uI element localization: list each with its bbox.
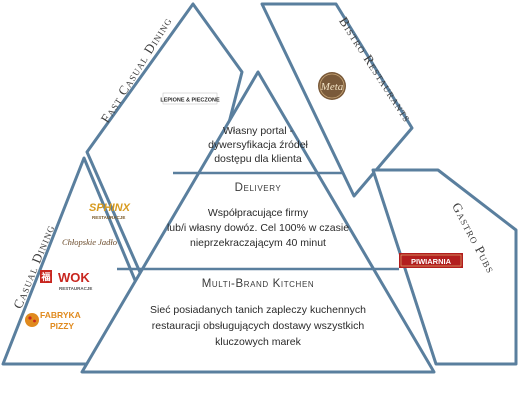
sphinx-logo-text: SPHINX <box>89 202 131 214</box>
wok-logo: 福 WOK RESTAURACJE <box>40 270 92 291</box>
wok-logo-subtext: RESTAURACJE <box>59 286 92 291</box>
fabryka-pizzy-logo-text-2: PIZZY <box>50 321 74 331</box>
central-pyramid <box>80 70 436 374</box>
piwiarnia-logo: PIWIARNIA <box>399 253 463 268</box>
sphinx-logo-subtext: RESTAURACJE <box>92 215 125 220</box>
bistro-restaurants-panel <box>260 2 414 198</box>
middle-tier-line-2: lub/i własny dowóz. Cel 100% w czasie <box>167 222 349 234</box>
fabryka-pizzy-logo: FABRYKA PIZZY <box>25 310 81 331</box>
top-tier-line-3: dostępu dla klienta <box>214 153 302 165</box>
top-tier-line-1: Własny portal - <box>223 125 294 137</box>
wok-logo-text: WOK <box>58 270 90 285</box>
chlopskie-jadlo-logo: Chłopskie Jadło <box>62 237 117 247</box>
lepione-pieczone-logo-text: LEPIONE & PIECZONE <box>160 98 220 104</box>
fabryka-pizzy-logo-text-1: FABRYKA <box>40 310 81 320</box>
middle-tier-line-3: nieprzekraczającym 40 minut <box>190 237 326 249</box>
bottom-tier-line-2: restauracji obsługujących dostawy wszyst… <box>152 320 365 332</box>
lepione-pieczone-logo: LEPIONE & PIECZONE <box>160 92 220 105</box>
sphinx-logo: SPHINX RESTAURACJE <box>89 202 131 220</box>
multi-brand-kitchen-title: Multi-Brand Kitchen <box>202 278 315 290</box>
meta-logo-text: Meta <box>320 81 344 93</box>
wok-logo-mark: 福 <box>40 271 50 282</box>
meta-logo: Meta <box>318 72 346 100</box>
top-tier-line-2: dywersyfikacja źródeł <box>208 139 308 151</box>
middle-tier-line-1: Współpracujące firmy <box>208 207 309 219</box>
chlopskie-jadlo-logo-text: Chłopskie Jadło <box>62 237 117 247</box>
bottom-tier-line-3: kluczowych marek <box>215 336 302 348</box>
piwiarnia-logo-text: PIWIARNIA <box>411 257 452 266</box>
bottom-tier-line-1: Sieć posiadanych tanich zapleczy kuchenn… <box>150 304 366 316</box>
delivery-title: Delivery <box>235 182 282 194</box>
